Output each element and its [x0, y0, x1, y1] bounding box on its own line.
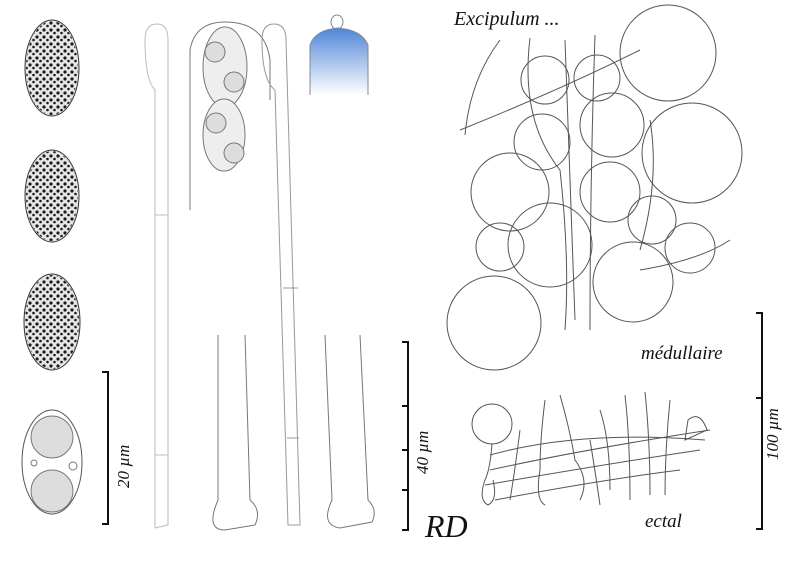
ascus-with-spores [189, 21, 271, 531]
scale-label-100um: 100 µm [763, 408, 782, 460]
label-ectal: ectal [645, 511, 682, 532]
ectal-excipulum-hyphae [471, 391, 711, 506]
paraphysis-1 [144, 23, 169, 529]
paraphysis-2 [261, 23, 301, 526]
scale-bar-20um [102, 371, 109, 525]
spore-ornamented-3 [23, 273, 81, 371]
author-signature: RD [425, 508, 468, 544]
ascus-base [324, 334, 375, 529]
spore-optical-section [21, 409, 83, 515]
scale-label-40um: 40 µm [413, 430, 432, 474]
ascus-apex-stained [309, 14, 369, 95]
spore-ornamented-1 [24, 19, 80, 117]
medullary-excipulum-cells [446, 4, 743, 371]
scale-bar-40um [402, 341, 409, 531]
scale-label-20um: 20 µm [114, 444, 133, 488]
spore-ornamented-2 [24, 149, 80, 243]
label-medullary: médullaire [641, 343, 723, 364]
title-excipulum: Excipulum ... [454, 8, 560, 30]
scale-bar-100um [756, 312, 763, 530]
